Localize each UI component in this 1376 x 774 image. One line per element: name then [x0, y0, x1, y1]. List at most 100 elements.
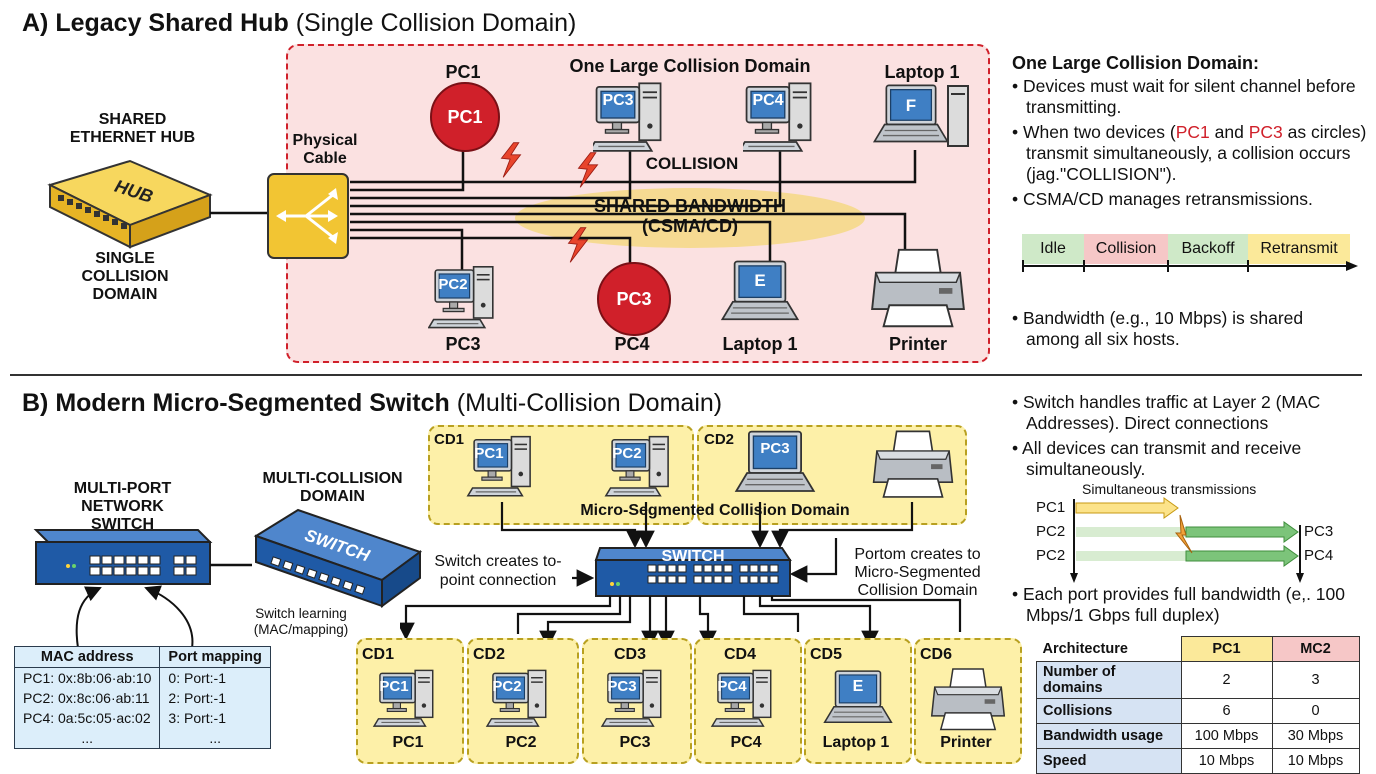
multicollision-line1: MULTI-COLLISION [262, 470, 403, 487]
cd1-bottom-screen: PC1 [379, 678, 409, 695]
notes-b-bullet3: • Each port provides full bandwidth (e,.… [1012, 584, 1345, 625]
pc3-circle[interactable]: PC3 [597, 262, 671, 336]
switch-creates-label: Switch creates to- point connection [420, 552, 576, 590]
portom-line3: Collision Domain [857, 582, 978, 599]
left-switches-graphic [33, 508, 423, 649]
shared-bandwidth-line1: SHARED BANDWIDTH [594, 196, 786, 216]
printer-caption: Printer [888, 334, 948, 354]
printer-device[interactable] [868, 246, 968, 332]
cd4-bottom-domain: CD4 PC4 PC4 [694, 638, 802, 764]
cable-splitter [267, 173, 349, 259]
sim-row3-left: PC2 [1036, 547, 1066, 564]
laptop-top-device[interactable]: F [872, 82, 972, 152]
cd1-top-label: CD1 [434, 431, 465, 448]
physical-cable-line2: Cable [303, 150, 347, 167]
section-b-title: B) Modern Micro-Segmented Switch (Multi-… [22, 389, 722, 418]
cd2-bottom-pc[interactable]: PC2 [483, 666, 563, 732]
laptop-bottom-device[interactable]: E [718, 258, 802, 328]
hub-device[interactable]: HUB [40, 155, 240, 255]
center-switch-label: SWITCH [661, 548, 724, 565]
cd6-bottom-label: CD6 [920, 646, 953, 663]
pc2-bottom-computer[interactable]: PC2 [428, 262, 508, 334]
compare-row-label: Number of domains [1036, 661, 1182, 699]
pc3-circle-caption: PC4 [614, 334, 650, 354]
notes-a-bullet4-text: Bandwidth (e.g., 10 Mbps) is shared amon… [1023, 308, 1304, 349]
timeline-idle: Idle [1022, 234, 1084, 264]
portom-line2: Micro-Segmented [854, 564, 981, 581]
cd4-bottom-screen: PC4 [717, 678, 747, 695]
notes-a-b2-and: and [1209, 122, 1249, 142]
notes-b-bullet1: • Switch handles traffic at Layer 2 (MAC… [1012, 392, 1321, 433]
compare-cell: 0 [1271, 698, 1360, 724]
portom-label: Portom creates to Micro-Segmented Collis… [840, 546, 995, 600]
notes-b: • Switch handles traffic at Layer 2 (MAC… [1012, 392, 1367, 484]
cd1-pc-b[interactable]: PC2 [600, 432, 688, 502]
table-row: PC1: 0x:8b:06·ab:10 0: Port:-1 [13, 667, 271, 688]
cd1-bottom-label: CD1 [362, 646, 395, 663]
cd3-bottom-domain: CD3 PC3 PC3 [582, 638, 692, 764]
compare-cell: 2 [1180, 661, 1273, 699]
compare-header-arch: Architecture [1036, 636, 1181, 662]
table-row: PC2: 0x:8c:06·ab:11 2: Port:-1 [13, 688, 271, 708]
compare-cell: 10 Mbps [1180, 748, 1273, 774]
notes-b-bullet1-text: Switch handles traffic at Layer 2 (MAC A… [1023, 392, 1321, 433]
sim-row2-right: PC3 [1304, 523, 1334, 540]
pc3-circle-label: PC3 [616, 288, 652, 309]
cd2-bottom-domain: CD2 PC2 PC2 [467, 638, 579, 764]
mac-header-address: MAC address [13, 646, 161, 668]
timeline-retransmit: Retransmit [1248, 234, 1350, 264]
section-b-title-light: (Multi-Collision Domain) [456, 389, 723, 417]
switch-learning-line1: Switch learning [255, 606, 347, 621]
pc1-circle[interactable]: PC1 [430, 82, 500, 152]
cd4-bottom-label: CD4 [724, 646, 757, 663]
timeline-collision: Collision [1084, 234, 1168, 264]
timeline-backoff: Backoff [1168, 234, 1248, 264]
compare-row-label: Speed [1036, 748, 1182, 774]
cd1-bottom-caption: PC1 [392, 734, 424, 751]
hub-heading: SHARED ETHERNET HUB [60, 111, 205, 147]
section-divider [10, 374, 1362, 376]
compare-cell: 100 Mbps [1180, 723, 1273, 749]
sim-title: Simultaneous transmissions [1082, 481, 1257, 497]
section-a-title-light: (Single Collision Domain) [295, 9, 577, 37]
cd2-bottom-label: CD2 [473, 646, 506, 663]
compare-header-mc2: MC2 [1271, 636, 1360, 662]
pc4-top-computer[interactable]: PC4 [743, 78, 823, 158]
cd6-bottom-printer[interactable] [928, 666, 1008, 734]
switch-creates-line1: Switch creates to- [434, 553, 562, 570]
cd6-bottom-caption: Printer [940, 734, 992, 751]
notes-b-bullet3-text: Each port provides full bandwidth (e,. 1… [1023, 584, 1345, 625]
pc3-top-computer[interactable]: PC3 [593, 78, 673, 158]
mac-cell: PC2: 0x:8c:06·ab:11 [13, 688, 161, 708]
cd5-bottom-label: CD5 [810, 646, 843, 663]
cd3-bottom-pc[interactable]: PC3 [598, 666, 678, 732]
compare-table-wrap: Architecture PC1 MC2 Number of domains 2… [1036, 636, 1360, 774]
hub-caption-line2: COLLISION [81, 268, 169, 285]
notes-b-bottom: • Each port provides full bandwidth (e,.… [1012, 584, 1367, 630]
cd4-bottom-pc[interactable]: PC4 [708, 666, 788, 732]
cd5-bottom-laptop[interactable]: E [814, 668, 902, 730]
notes-a-bullet2: • When two devices (PC1 and PC3 as circl… [1012, 122, 1367, 184]
mac-table-wrap: MAC address Port mapping PC1: 0x:8b:06·a… [13, 646, 271, 749]
physical-cable-label: Physical Cable [282, 132, 368, 168]
shared-bandwidth-label: SHARED BANDWIDTH (CSMA/CD) [560, 196, 820, 236]
port-cell: ... [159, 728, 271, 749]
compare-header-pc1: PC1 [1180, 636, 1273, 662]
notes-a-bullet1-text: Devices must wait for silent channel bef… [1023, 76, 1356, 117]
notes-a-bullet1: • Devices must wait for silent channel b… [1012, 76, 1356, 117]
mac-cell: PC1: 0x:8b:06·ab:10 [13, 667, 161, 688]
multicollision-heading: MULTI-COLLISION DOMAIN [250, 470, 415, 506]
timeline-axis [1022, 260, 1358, 272]
one-large-domain-label: One Large Collision Domain [569, 56, 811, 76]
shared-bandwidth-line2: (CSMA/CD) [642, 216, 738, 236]
port-cell: 3: Port:-1 [159, 708, 271, 728]
compare-table: Architecture PC1 MC2 Number of domains 2… [1036, 636, 1360, 774]
laptop-top-label: Laptop 1 [884, 62, 960, 82]
switch-creates-line2: point connection [439, 572, 557, 589]
physical-cable-line1: Physical [292, 132, 358, 149]
cd1-pc-a[interactable]: PC1 [462, 432, 550, 502]
hub-heading-line1: SHARED [98, 111, 167, 128]
cd1-bottom-pc[interactable]: PC1 [370, 666, 450, 732]
cd2-laptop[interactable]: PC3 [730, 428, 820, 500]
multiport-heading: MULTI-PORT NETWORK SWITCH [60, 480, 185, 534]
